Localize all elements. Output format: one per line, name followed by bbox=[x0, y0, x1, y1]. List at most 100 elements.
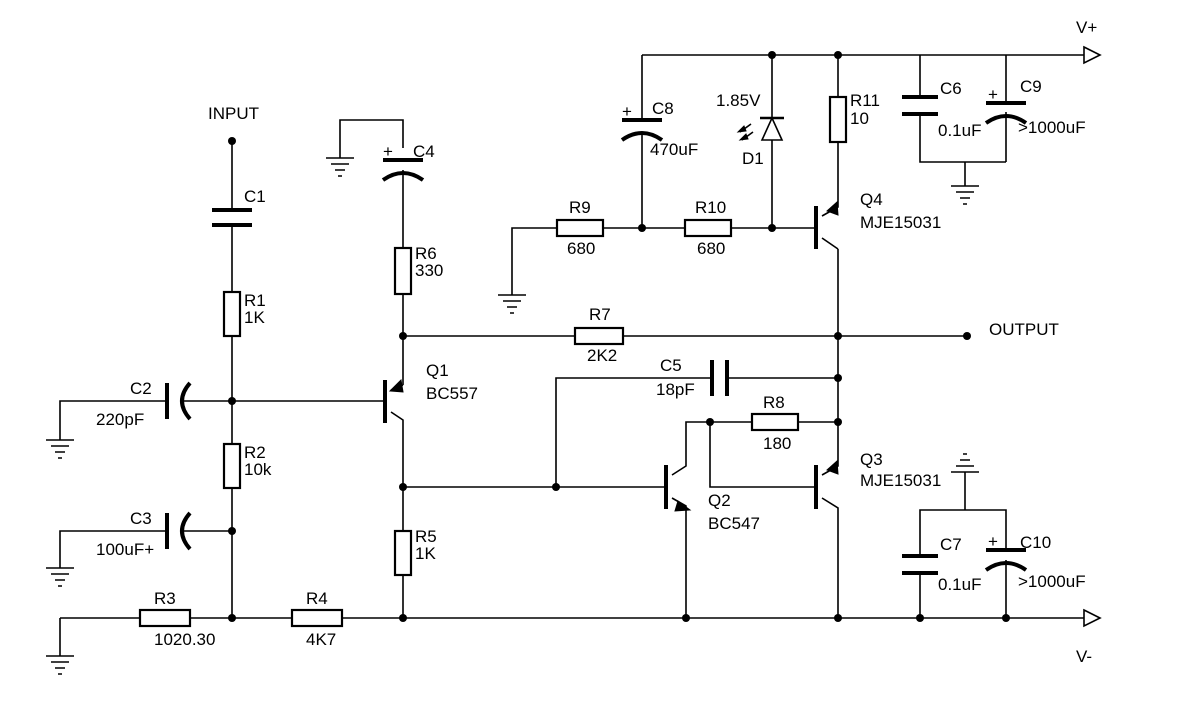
resistor-r1 bbox=[222, 290, 242, 338]
q3-value: MJE15031 bbox=[860, 471, 941, 490]
c3-value: 100uF+ bbox=[96, 540, 154, 559]
net-label-vplus: V+ bbox=[1076, 18, 1097, 37]
capacitor-c5 bbox=[710, 360, 729, 396]
junction-dot bbox=[834, 374, 842, 382]
r4-ref: R4 bbox=[306, 589, 328, 608]
r9-ref: R9 bbox=[569, 198, 591, 217]
junction-dot bbox=[834, 418, 842, 426]
c6-value: 0.1uF bbox=[938, 121, 981, 140]
c2-ref: C2 bbox=[130, 379, 152, 398]
c9-value: >1000uF bbox=[1018, 118, 1086, 137]
ground-icon bbox=[951, 185, 979, 205]
junction-dot bbox=[706, 418, 714, 426]
wires bbox=[59, 54, 1084, 656]
r4-value: 4K7 bbox=[306, 630, 336, 649]
capacitor-c3 bbox=[165, 511, 192, 551]
transistor-q1 bbox=[383, 378, 404, 423]
c5-value: 18pF bbox=[656, 380, 695, 399]
r2-value: 10k bbox=[244, 460, 272, 479]
polarity-plus-c10: + bbox=[988, 532, 998, 551]
ground-icon bbox=[46, 567, 74, 587]
junction-dot bbox=[768, 224, 776, 232]
junction-dot bbox=[399, 614, 407, 622]
r1-value: 1K bbox=[244, 308, 265, 327]
r5-ref: R5 bbox=[415, 527, 437, 546]
resistor-r4 bbox=[290, 608, 344, 628]
resistor-r8 bbox=[750, 412, 800, 432]
capacitor-c8 bbox=[620, 118, 664, 142]
polarity-plus-c4: + bbox=[383, 142, 393, 161]
r3-value: 1020.30 bbox=[154, 630, 215, 649]
c7-ref: C7 bbox=[940, 535, 962, 554]
junction-dot bbox=[834, 614, 842, 622]
junction-dot bbox=[552, 483, 560, 491]
c3-ref: C3 bbox=[130, 509, 152, 528]
r8-value: 180 bbox=[763, 434, 791, 453]
emitter-arrow bbox=[388, 378, 404, 393]
junction-dot bbox=[834, 51, 842, 59]
r8-ref: R8 bbox=[763, 393, 785, 412]
ground-icon bbox=[326, 157, 354, 177]
q4-value: MJE15031 bbox=[860, 213, 941, 232]
c7-value: 0.1uF bbox=[938, 575, 981, 594]
junction-dot bbox=[916, 614, 924, 622]
c9-ref: C9 bbox=[1020, 77, 1042, 96]
net-label-output: OUTPUT bbox=[989, 320, 1059, 339]
polarity-plus-c8: + bbox=[622, 102, 632, 121]
transistor-q4 bbox=[814, 200, 839, 249]
ground-icon bbox=[498, 294, 526, 314]
q2-ref: Q2 bbox=[708, 491, 731, 510]
resistor-r9 bbox=[555, 218, 605, 238]
diode-d1 bbox=[736, 116, 784, 141]
r1-ref: R1 bbox=[244, 291, 266, 310]
transistor-q3 bbox=[814, 459, 839, 509]
junction-dot bbox=[1002, 614, 1010, 622]
capacitor-c10 bbox=[984, 548, 1028, 572]
q1-value: BC557 bbox=[426, 384, 478, 403]
polarity-plus-c9: + bbox=[988, 85, 998, 104]
light-emission-icon bbox=[736, 123, 754, 141]
q3-ref: Q3 bbox=[860, 450, 883, 469]
capacitor-c2 bbox=[165, 381, 192, 421]
junction-dot bbox=[399, 483, 407, 491]
c8-value: 470uF bbox=[650, 140, 698, 159]
r7-ref: R7 bbox=[589, 305, 611, 324]
c1-ref: C1 bbox=[244, 187, 266, 206]
ground-icon bbox=[46, 439, 74, 459]
resistor-r11 bbox=[828, 95, 848, 144]
resistor-r7 bbox=[573, 326, 625, 346]
emitter-arrow bbox=[674, 500, 692, 512]
r10-ref: R10 bbox=[695, 198, 726, 217]
junction-dot bbox=[768, 51, 776, 59]
junction-dot bbox=[638, 224, 646, 232]
component-labels: C1 R1 1K C2 220pF R2 10k C3 100uF+ R3 10… bbox=[96, 77, 1086, 649]
terminal-dot-output bbox=[963, 332, 971, 340]
r11-value: 10 bbox=[850, 109, 869, 128]
vplus-arrow-icon bbox=[1083, 45, 1102, 65]
ground-symbols bbox=[46, 157, 979, 675]
q2-value: BC547 bbox=[708, 514, 760, 533]
c4-ref: C4 bbox=[413, 142, 435, 161]
c5-ref: C5 bbox=[660, 356, 682, 375]
junction-dot bbox=[228, 397, 236, 405]
emitter-arrow bbox=[826, 200, 839, 216]
ground-icon bbox=[951, 453, 979, 473]
resistor-r2 bbox=[222, 442, 242, 490]
r7-value: 2K2 bbox=[587, 346, 617, 365]
resistor-r10 bbox=[683, 218, 733, 238]
r5-value: 1K bbox=[415, 544, 436, 563]
net-label-input: INPUT bbox=[208, 104, 259, 123]
c8-ref: C8 bbox=[652, 99, 674, 118]
c6-ref: C6 bbox=[940, 79, 962, 98]
resistors bbox=[138, 95, 848, 628]
capacitors bbox=[165, 95, 1028, 575]
resistor-r5 bbox=[393, 529, 413, 577]
capacitor-c1 bbox=[212, 208, 252, 227]
junction-dot bbox=[834, 332, 842, 340]
net-label-vminus: V- bbox=[1076, 647, 1092, 666]
r11-ref: R11 bbox=[850, 91, 880, 110]
d1-ref: D1 bbox=[742, 149, 764, 168]
transistor-q2 bbox=[664, 465, 692, 512]
c10-ref: C10 bbox=[1020, 533, 1051, 552]
